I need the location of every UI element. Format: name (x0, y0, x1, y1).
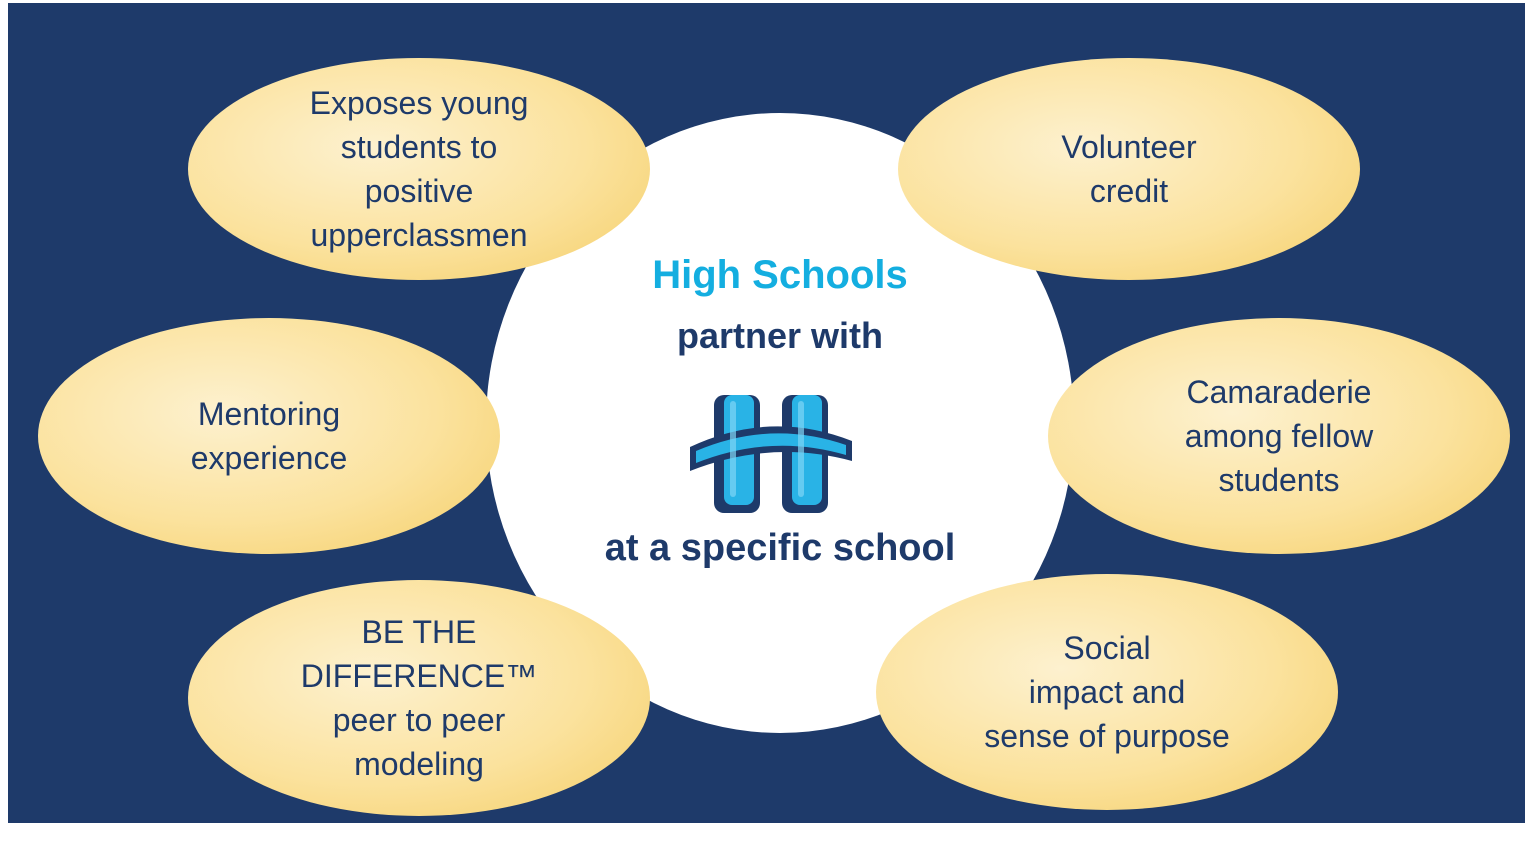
bubble-line: DIFFERENCE™ (300, 658, 538, 694)
bubble-line: students (1218, 462, 1340, 498)
benefit-bubble-social-impact: Social impact and sense of purpose (876, 574, 1338, 810)
center-subtitle: partner with (676, 315, 883, 356)
bubble-line: among fellow (1184, 418, 1374, 454)
benefit-bubble-be-the-difference: BE THE DIFFERENCE™ peer to peer modeling (188, 580, 650, 816)
bubble-line: Exposes young (309, 85, 529, 121)
bubble-line: students to (340, 129, 498, 165)
bubble-line: Camaraderie (1186, 374, 1372, 410)
bubble-line: credit (1089, 173, 1169, 209)
bubble-line: Mentoring (197, 396, 341, 432)
benefit-bubble-volunteer: Volunteer credit (898, 58, 1360, 280)
h-logo-icon (686, 389, 856, 519)
benefit-bubble-mentoring: Mentoring experience (38, 318, 500, 554)
bubble-line: modeling (354, 746, 484, 782)
bubble-line: sense of purpose (984, 718, 1230, 754)
bubble-line: experience (190, 440, 348, 476)
benefit-bubble-camaraderie: Camaraderie among fellow students (1048, 318, 1510, 554)
bubble-line: impact and (1028, 674, 1186, 710)
center-title: High Schools (652, 253, 908, 297)
diagram-panel: High Schools partner with at a specific … (8, 3, 1525, 823)
bubble-line: BE THE (361, 614, 477, 650)
bubble-line: Social (1063, 630, 1151, 666)
benefit-bubble-exposure: Exposes young students to positive upper… (188, 58, 650, 280)
bubble-line: Volunteer (1061, 129, 1197, 165)
bubble-line: positive (364, 173, 474, 209)
bubble-line: peer to peer (332, 702, 506, 738)
bubble-line: upperclassmen (310, 217, 528, 253)
center-footer: at a specific school (604, 527, 956, 569)
